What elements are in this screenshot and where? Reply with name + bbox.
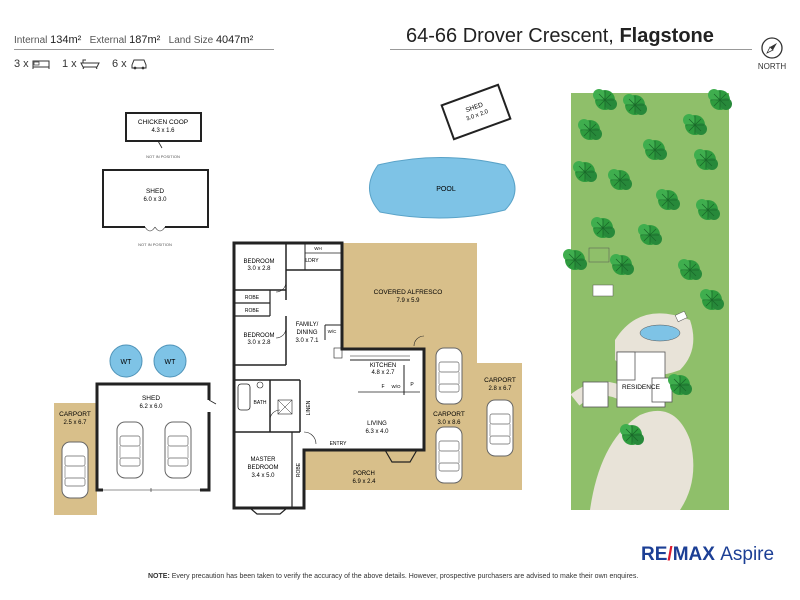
cars-count: 6 x	[111, 58, 127, 70]
robe2-label: ROBE	[245, 308, 260, 314]
address-street: 64-66 Drover Crescent,	[406, 25, 614, 47]
carport-right-label: CARPORT	[484, 377, 516, 384]
external-label: External	[89, 35, 127, 46]
internal-value: 134m²	[50, 34, 82, 46]
beds-count: 3 x	[14, 58, 29, 70]
residence-label: RESIDENCE	[622, 384, 661, 391]
car-6	[164, 421, 192, 479]
master-dims: 3.4 x 5.0	[251, 473, 275, 479]
chicken-coop: CHICKEN COOP 4.3 x 1.6 NOT IN POSITION	[125, 112, 202, 159]
living-dims: 6.3 x 4.0	[365, 429, 389, 435]
family-label-2: DINING	[297, 330, 318, 336]
fridge-label: F	[381, 384, 384, 390]
kitchen-label: KITCHEN	[370, 363, 396, 369]
bedroom2-label: BEDROOM	[243, 333, 274, 339]
car-icon	[131, 59, 147, 70]
pantry-label: P	[410, 382, 414, 388]
shed-top-dims: 6.0 x 3.0	[143, 197, 167, 203]
car-4	[61, 441, 89, 499]
address-suburb: Flagstone	[619, 25, 714, 47]
north-label: NORTH	[757, 62, 787, 71]
bath-icon	[79, 59, 100, 70]
wh-label: WH	[314, 246, 322, 251]
alfresco-area	[342, 243, 477, 349]
master-label: MASTER	[250, 457, 276, 463]
note-label: NOTE:	[148, 573, 170, 580]
land-label: Land Size	[168, 35, 214, 46]
header-rule-right	[390, 49, 752, 50]
wo-label: W/O	[392, 384, 401, 389]
bed-icon	[32, 60, 50, 70]
ldry-label: LDRY	[305, 258, 319, 264]
carport-mid-label: CARPORT	[433, 411, 465, 418]
chicken-coop-dims: 4.3 x 1.6	[151, 128, 175, 134]
carport-left-label: CARPORT	[59, 411, 91, 418]
linen-label: LINEN	[306, 400, 312, 415]
note-text: Every precaution has been taken to verif…	[171, 573, 639, 580]
internal-label: Internal	[14, 35, 48, 46]
shed-angled: SHED 3.0 x 2.0	[440, 83, 512, 141]
bath-label: BATH	[254, 400, 267, 406]
family-dims: 3.0 x 7.1	[295, 338, 319, 344]
shed-top-note: NOT IN POSITION	[138, 242, 172, 247]
porch-label: PORCH	[353, 471, 375, 477]
chicken-coop-label: CHICKEN COOP	[138, 119, 188, 126]
remax-logo: RE/MAX Aspire	[641, 544, 774, 566]
bedroom1-dims: 3.0 x 2.8	[247, 266, 271, 272]
bedroom2-dims: 3.0 x 2.8	[247, 340, 271, 346]
land-value: 4047m²	[215, 34, 254, 46]
alfresco-label: COVERED ALFRESCO	[374, 289, 443, 296]
footer-note: NOTE: Every precaution has been taken to…	[148, 573, 638, 580]
robe3-label: ROBE	[296, 462, 302, 477]
kitchen-dims: 4.8 x 2.7	[371, 370, 395, 376]
wt1-label: WT	[121, 359, 133, 366]
chicken-coop-note: NOT IN POSITION	[146, 154, 180, 159]
water-tanks: WT WT	[109, 344, 187, 378]
porch-area	[304, 450, 424, 490]
porch-dims: 6.9 x 2.4	[352, 479, 376, 485]
carport-mid-dims: 3.0 x 8.6	[437, 420, 461, 426]
entry-label: ENTRY	[330, 441, 348, 447]
car-5	[116, 421, 144, 479]
car-3	[486, 399, 514, 457]
family-label: FAMILY/	[296, 322, 319, 328]
pool: POOL	[369, 157, 516, 219]
shed-big-dims: 6.2 x 6.0	[139, 404, 163, 410]
carport-left-dims: 2.5 x 6.7	[63, 420, 87, 426]
site-plan: RESIDENCE	[562, 88, 733, 510]
living-label: LIVING	[367, 421, 387, 427]
shed-top-label: SHED	[146, 188, 164, 195]
area-summary: Internal 134m² External 187m² Land Size …	[14, 34, 253, 46]
wt2-label: WT	[165, 359, 177, 366]
baths-count: 1 x	[61, 58, 77, 70]
pool-label: POOL	[436, 186, 456, 193]
alfresco-dims: 7.9 x 5.9	[396, 298, 420, 304]
external-value: 187m²	[129, 34, 161, 46]
header-rule-left	[14, 49, 274, 50]
robe1-label: ROBE	[245, 295, 260, 301]
wc-label: W/C	[328, 329, 337, 334]
logo-max: MAX	[672, 544, 715, 565]
bedroom1-label: BEDROOM	[243, 259, 274, 265]
shed-big-label: SHED	[142, 395, 160, 402]
compass-icon	[760, 36, 784, 60]
shed-big: SHED 6.2 x 6.0	[95, 382, 217, 492]
logo-slash: /	[667, 544, 673, 565]
car-1	[435, 347, 463, 405]
master-label-2: BEDROOM	[247, 465, 278, 471]
house-walls	[232, 241, 426, 515]
address: 64-66 Drover Crescent, Flagstone	[406, 25, 714, 48]
shed-top: SHED 6.0 x 3.0 NOT IN POSITION	[102, 169, 209, 247]
feature-icons: 3 x 1 x 6 x	[14, 58, 148, 70]
logo-re: RE	[641, 544, 668, 565]
car-2	[435, 426, 463, 484]
house-labels: BEDROOM 3.0 x 2.8 WH LDRY ROBE ROBE BEDR…	[243, 246, 414, 485]
logo-aspire: Aspire	[720, 544, 775, 565]
carport-right-dims: 2.8 x 6.7	[488, 386, 512, 392]
